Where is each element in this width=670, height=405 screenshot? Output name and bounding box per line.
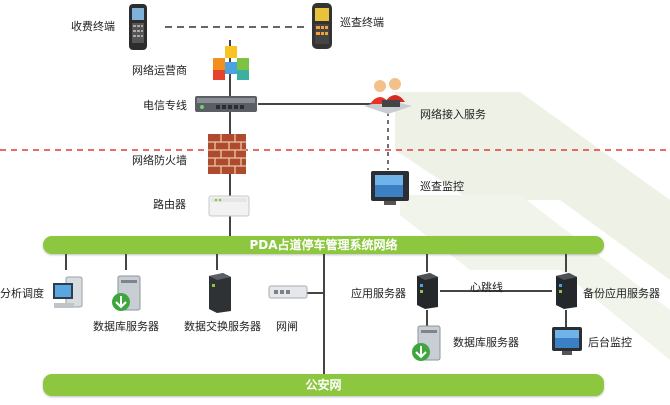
patrol-monitor-label: 巡查监控 (420, 180, 464, 193)
network-access-service-label: 网络接入服务 (420, 108, 486, 121)
app-db-link (426, 310, 428, 328)
pda-network-bar: PDA占道停车管理系统网络 (43, 236, 604, 254)
backend-monitor-label: 后台监控 (588, 336, 632, 349)
monitor-icon (371, 171, 409, 205)
server-icon (556, 273, 577, 309)
heartbeat-line (440, 290, 552, 292)
network-cubes-icon (213, 46, 249, 80)
public-security-network-bar: 公安网 (43, 374, 604, 396)
analysis-dispatch-label: 分析调度 (0, 287, 44, 300)
database-server-right-label: 数据库服务器 (453, 336, 519, 349)
patrol-terminal-label: 巡查终端 (340, 16, 384, 29)
db-left-link (125, 254, 127, 270)
users-service-icon (364, 78, 412, 114)
database-server-left-label: 数据库服务器 (93, 320, 159, 333)
brick-wall-icon (208, 134, 246, 174)
database-server-icon (112, 275, 141, 311)
handheld-device-icon (129, 4, 147, 50)
server-icon (417, 273, 438, 309)
database-server-icon (412, 325, 441, 361)
firewall-label: 网络防火墙 (132, 154, 187, 167)
public-security-network-label: 公安网 (305, 378, 342, 392)
backup-server-link (565, 254, 567, 272)
heartbeat-label: 心跳线 (470, 281, 503, 294)
gateway-icon (268, 285, 308, 299)
telecom-line-label: 电信专线 (143, 99, 187, 112)
workstation-icon (53, 276, 83, 308)
exchange-link (216, 254, 218, 270)
backup-app-server-label: 备份应用服务器 (583, 287, 660, 300)
gateway-link (306, 292, 324, 294)
router-icon (208, 195, 250, 217)
gateway-up-link (323, 254, 325, 374)
pda-network-label: PDA占道停车管理系统网络 (249, 238, 398, 252)
network-operator-label: 网络运营商 (132, 64, 187, 77)
router-label: 路由器 (153, 198, 186, 211)
gateway-label: 网闸 (276, 320, 298, 333)
charge-terminal-label: 收费终端 (71, 20, 115, 33)
network-switch-icon (195, 96, 257, 112)
backend-monitor-link (565, 310, 567, 328)
tower-server-icon (209, 273, 231, 313)
app-server-label: 应用服务器 (351, 287, 406, 300)
data-exchange-server-label: 数据交换服务器 (184, 320, 261, 333)
analysis-link (65, 254, 67, 270)
monitor-icon (552, 327, 582, 355)
app-server-link (426, 254, 428, 272)
handheld-device-icon (312, 3, 332, 49)
telecom-link-line (258, 103, 378, 105)
